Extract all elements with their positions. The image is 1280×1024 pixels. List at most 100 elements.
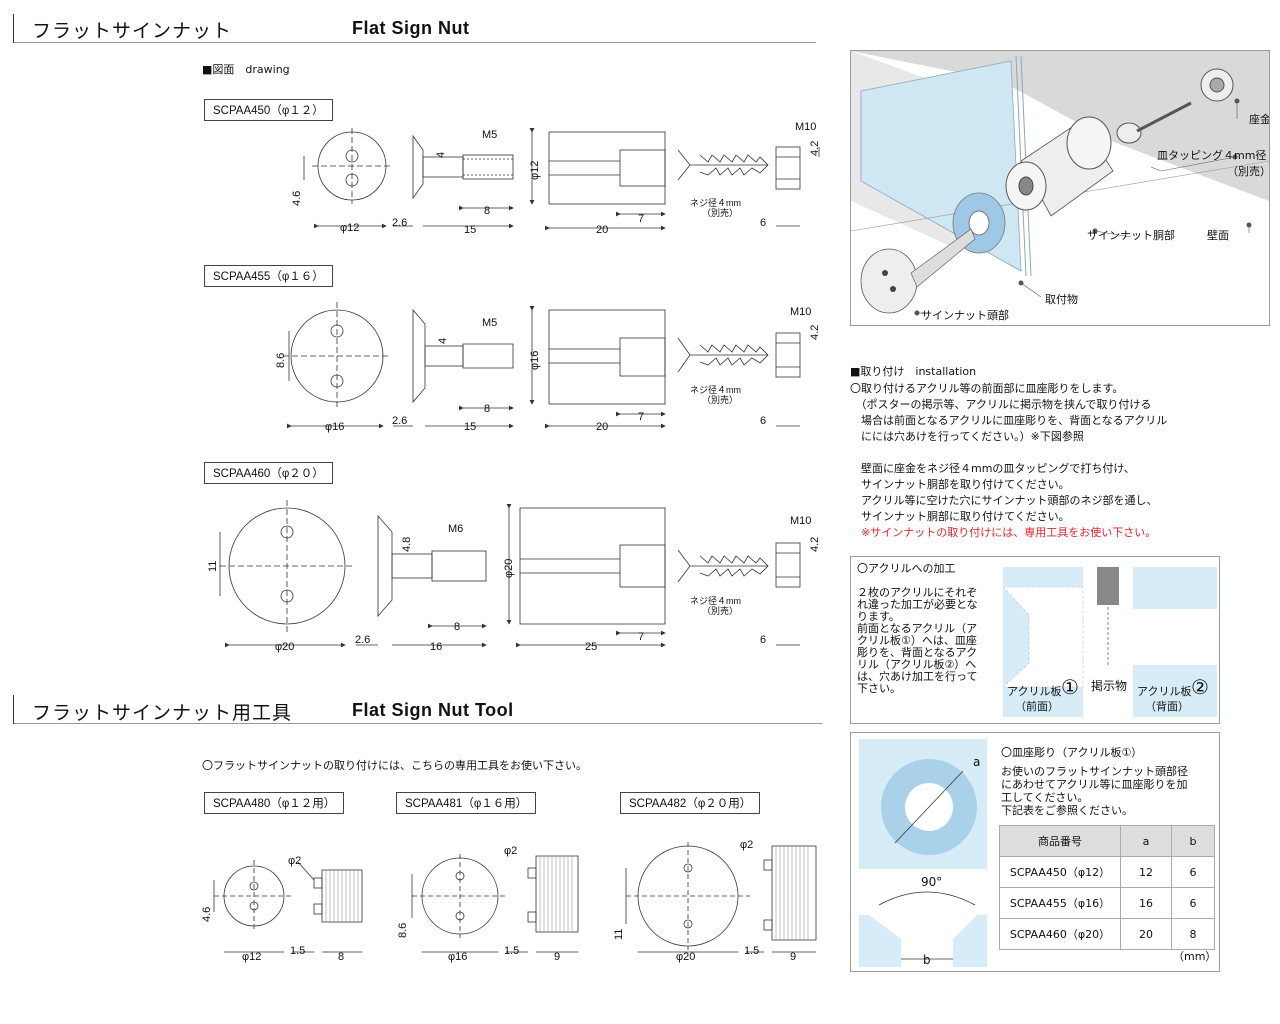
table-cell: 6 (1171, 887, 1215, 919)
body-rect (548, 309, 666, 405)
table-row: SCPAA455（φ16） 16 6 (999, 887, 1215, 919)
dim-head-t: 2.6 (392, 415, 407, 427)
acrylic-line: クリル板①）へは、皿座 (857, 634, 977, 647)
washer-rect (775, 542, 801, 588)
acrylic-line: 前面となるアクリル（ア (857, 622, 978, 635)
tool-dia: φ12 (242, 951, 261, 963)
angle-label: 90° (921, 875, 943, 889)
dim-body-dia: φ20 (503, 559, 515, 578)
tool-pin: φ2 (740, 839, 753, 851)
acrylic-panel: 〇アクリルへの加工 ２枚のアクリルにそれぞ れ違った加工が必要とな ります。 前… (850, 556, 1220, 724)
tool-len: 9 (790, 951, 796, 963)
dim-bore: 7 (638, 631, 644, 643)
dim-thread-dim: 4 (435, 152, 447, 158)
label-screw: 皿タッピング４mm径 (1157, 149, 1267, 162)
table-cell: SCPAA450（φ12） (999, 856, 1121, 888)
washer-rect (775, 332, 801, 378)
acrylic-line: は、穴あけ加工を行って (857, 670, 978, 683)
dim-body-len: 20 (596, 224, 608, 236)
label-wall: 壁面 (1207, 229, 1229, 242)
tool-dia: φ16 (448, 951, 467, 963)
dim-washer-h: 4.2 (809, 325, 821, 340)
countersink-title: 〇皿座彫り（アクリル板①） (1001, 746, 1143, 759)
acrylic-line: 下さい。 (857, 682, 901, 695)
install-line: （ポスターの掲示等、アクリルに掲示物を挟んで取り付ける (850, 398, 1152, 411)
acrylic-line: ります。 (857, 610, 900, 623)
installation-illustration: 座金 皿タッピング４mm径 （別売） サインナット胴部 壁面 取付物 サインナッ… (850, 50, 1270, 326)
tool-gap: 1.5 (290, 945, 305, 957)
dim-bolt-len: 15 (464, 421, 476, 433)
dim-thread-len: 8 (454, 621, 460, 633)
countersink-line: 工してください。 (1001, 791, 1089, 804)
acrylic-title: 〇アクリルへの加工 (857, 562, 956, 575)
dim-thread: M6 (448, 523, 463, 535)
dim-washer-t: 6 (760, 634, 766, 646)
section-bar (13, 14, 14, 43)
dim-thread-dim: 4.8 (401, 537, 413, 552)
countersink-table: 商品番号 a b SCPAA450（φ12） 12 6 SCPAA455（φ16… (999, 825, 1215, 950)
dim-washer-t: 6 (760, 217, 766, 229)
label-screw-note: （別売） (1227, 165, 1270, 178)
tool-pitch: 11 (613, 929, 625, 940)
acrylic-line: ２枚のアクリルにそれぞ (857, 586, 978, 599)
section-bar (13, 695, 14, 724)
tool-len: 8 (338, 951, 344, 963)
label-head: サインナット頭部 (921, 309, 1009, 322)
dim-head-dia: φ16 (325, 421, 344, 433)
label-mount: 取付物 (1045, 293, 1078, 306)
dim-head-t: 2.6 (392, 217, 407, 229)
tool-dia: φ20 (676, 951, 695, 963)
table-cell: 8 (1171, 918, 1215, 950)
drawing-heading: ■図面 drawing (202, 63, 290, 76)
plate2-label: アクリル板 (1137, 685, 1192, 698)
dim-pitch: 11 (207, 561, 219, 572)
label-washer: 座金 (1249, 113, 1270, 126)
dim-washer-h: 4.2 (809, 537, 821, 552)
model-label-455: SCPAA455（φ１６） (204, 265, 333, 287)
table-header-row: 商品番号 a b (999, 825, 1215, 857)
dim-body-dia: φ12 (529, 161, 541, 180)
screw-note: ネジ径４mm (690, 384, 741, 395)
plate1-sub: （前面） (1015, 700, 1059, 713)
row-460 (219, 500, 801, 648)
dim-b-label: b (923, 953, 931, 967)
nut-drawings: φ12 2.6 15 8 M5 20 7 6 M10 ネジ径４mm （別売） 4… (207, 121, 821, 653)
dim-thread-len: 8 (484, 403, 490, 415)
dim-pitch: 8.6 (275, 353, 287, 368)
dim-washer-h: 4.2 (809, 141, 821, 156)
screw-note: ネジ径４mm (690, 197, 741, 208)
tool-label-480: SCPAA480（φ１２用） (204, 792, 345, 814)
dim-bolt-len: 16 (430, 641, 442, 653)
dim-thread-dim: 4 (437, 338, 449, 344)
dim-thread: M5 (482, 129, 497, 141)
dim-pitch: 4.6 (291, 191, 303, 206)
dim-washer: M10 (795, 121, 816, 133)
tool-title-jp: フラットサインナット用工具 (32, 702, 293, 724)
install-line: 壁面に座金をネジ径４mmの皿タッピングで打ち付け、 (850, 462, 1135, 475)
dim-thread-len: 8 (484, 205, 490, 217)
tool-label-482: SCPAA482（φ２０用） (620, 792, 761, 814)
row-450 (303, 128, 820, 231)
table-cell: 16 (1120, 887, 1172, 919)
screw-note2: （別売） (702, 605, 738, 616)
tool-pitch: 4.6 (201, 907, 213, 922)
plate2-sub: （背面） (1145, 700, 1189, 713)
dim-bolt-len: 15 (464, 224, 476, 236)
screw-note2: （別売） (702, 207, 738, 218)
section-title-jp: フラットサインナット (32, 20, 233, 42)
table-cell: 12 (1120, 856, 1172, 888)
install-line: アクリル等に空けた穴にサインナット頭部のネジ部を通し、 (850, 494, 1158, 507)
installation-heading: ■取り付け installation (850, 365, 977, 378)
screw-note: ネジ径４mm (690, 595, 741, 606)
dim-body-len: 25 (585, 641, 597, 653)
install-line: サインナット胴部に取り付けてください。 (850, 510, 1070, 523)
plate1-number: ① (1061, 675, 1079, 699)
dim-washer: M10 (790, 515, 811, 527)
install-line: 場合は前面となるアクリルに皿座彫りを、背面となるアクリル (850, 414, 1168, 427)
tool-title-en: Flat Sign Nut Tool (352, 700, 514, 720)
tool-drawings: φ12 1.5 8 φ2 4.6 φ16 1.5 9 φ2 8.6 φ20 1.… (201, 839, 817, 963)
install-warning: ※サインナットの取り付けには、専用工具をお使い下さい。 (850, 526, 1157, 539)
dim-body-len: 20 (596, 421, 608, 433)
dim-bore: 7 (638, 213, 644, 225)
dim-head-t: 2.6 (355, 634, 370, 646)
